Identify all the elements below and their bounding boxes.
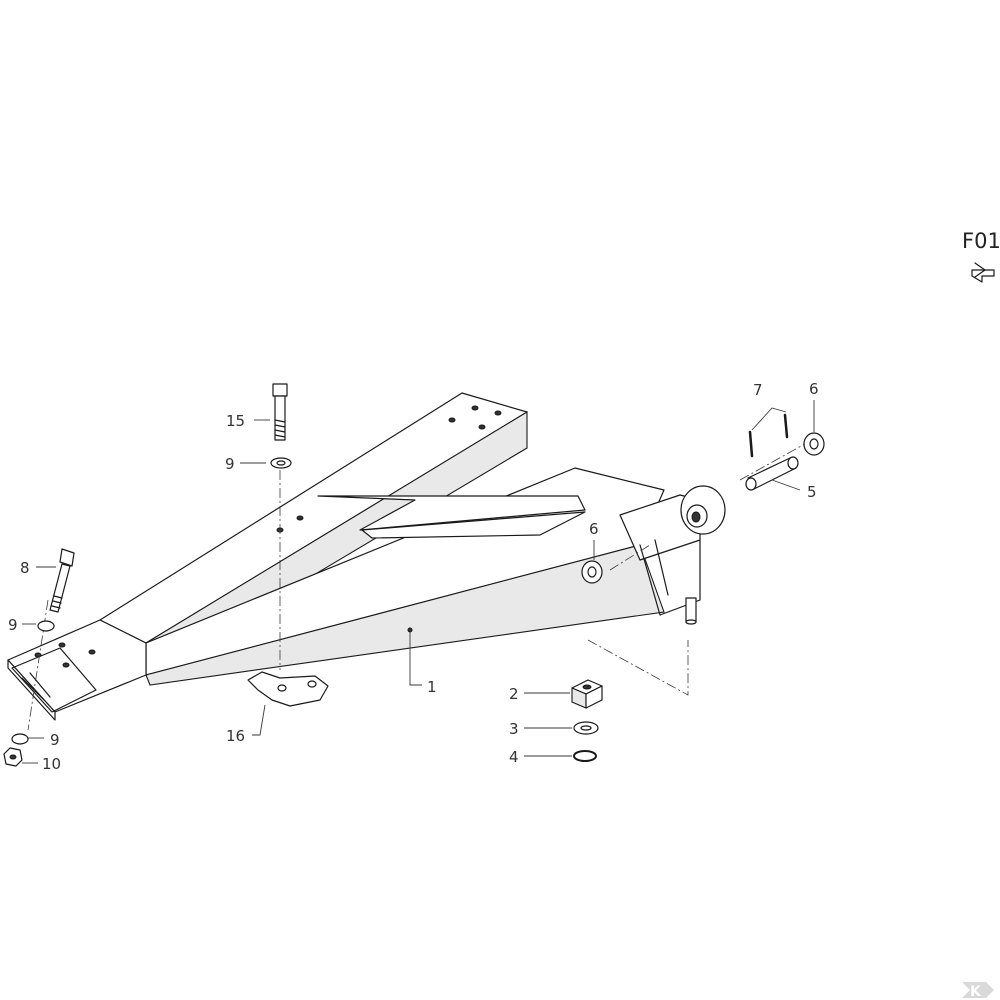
roll-pins-7[interactable] xyxy=(748,413,789,458)
washer-9-upper[interactable] xyxy=(270,457,292,469)
callout-3: 3 xyxy=(509,720,519,738)
bolt-15[interactable] xyxy=(272,383,288,441)
callout-6-right: 6 xyxy=(809,380,819,398)
bolt-8[interactable] xyxy=(49,548,75,613)
callout-8: 8 xyxy=(20,559,30,577)
next-sheet-arrow-icon[interactable] xyxy=(971,262,995,283)
svg-text:K: K xyxy=(970,984,982,1000)
callout-5: 5 xyxy=(807,483,817,501)
sheet-reference: F01 xyxy=(962,229,1000,253)
washer-6-middle[interactable] xyxy=(581,560,603,584)
leader-16 xyxy=(252,704,266,736)
callout-9-lower: 9 xyxy=(50,731,60,749)
callout-9-upper: 9 xyxy=(225,455,235,473)
plate-16[interactable] xyxy=(247,671,329,707)
callout-1: 1 xyxy=(427,678,437,696)
nut-axis-line xyxy=(587,639,689,696)
washer-9-front-lower[interactable] xyxy=(11,733,29,745)
callout-15: 15 xyxy=(226,412,245,430)
washer-9-front-upper[interactable] xyxy=(37,620,55,632)
leader-1 xyxy=(409,632,422,686)
nut-10[interactable] xyxy=(3,747,23,767)
callout-16: 16 xyxy=(226,727,245,745)
leader-5 xyxy=(771,479,801,491)
callout-4: 4 xyxy=(509,748,519,766)
pivot-pin-5[interactable] xyxy=(745,456,799,491)
callout-7: 7 xyxy=(753,381,763,399)
pin-axis-line xyxy=(739,439,813,481)
callout-10: 10 xyxy=(42,755,61,773)
washer-6-right[interactable] xyxy=(803,432,825,456)
callout-2: 2 xyxy=(509,685,519,703)
callout-9-front: 9 xyxy=(8,616,18,634)
a-frame-drawbar[interactable] xyxy=(7,392,726,721)
callout-6-middle: 6 xyxy=(589,520,599,538)
block-nut-2[interactable] xyxy=(571,679,603,709)
washer-3[interactable] xyxy=(573,721,599,735)
washer-axis-line xyxy=(609,544,651,571)
brand-logo: K xyxy=(962,982,994,1000)
lock-washer-4[interactable] xyxy=(573,750,597,762)
leader-7 xyxy=(751,407,787,431)
